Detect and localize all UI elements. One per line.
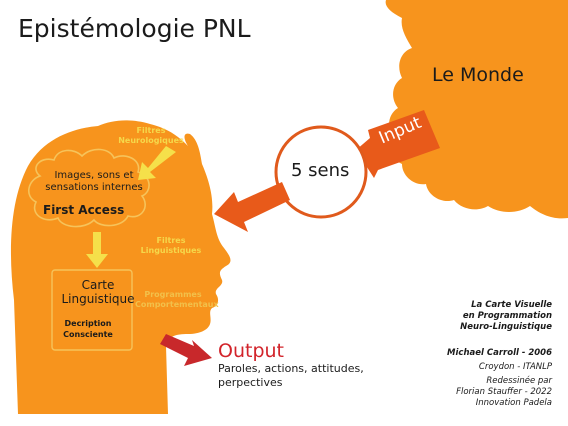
credit-author-name: Michael Carroll - 2006 [447, 348, 552, 358]
credit-line1: La Carte Visuelle [471, 300, 552, 310]
credit-title: La Carte Visuelle en Programmation Neuro… [460, 300, 552, 333]
filtres-ling-arrow [86, 232, 108, 268]
carte-box [51, 269, 133, 351]
first-access-label: First Access [43, 203, 125, 217]
output-items: Paroles, actions, attitudes, perpectives [218, 362, 364, 389]
senses-label: 5 sens [291, 160, 350, 181]
world-cloud [385, 0, 568, 219]
carte-label: Carte Linguistique [61, 278, 135, 306]
credit-org: Croydon - ITANLP [478, 362, 552, 372]
filtres-neuro-label: Filtres Neurologiques [118, 126, 184, 145]
credit-line2: en Programmation [462, 311, 552, 321]
input-arrow [356, 110, 440, 178]
credit-redraw3: Innovation Padela [475, 398, 552, 408]
description-label: Decription Consciente [63, 319, 113, 339]
credit-redraw2: Florian Stauffer - 2022 [456, 387, 552, 397]
filtres-neuro-arrow [138, 146, 176, 180]
output-label: Output [218, 340, 284, 362]
senses-to-head-arrow [214, 182, 290, 232]
world-label: Le Monde [432, 64, 524, 86]
first-access-cloud [28, 148, 150, 228]
credit-redraw1: Redessinée par [486, 376, 552, 386]
senses-circle [274, 125, 368, 219]
page-title: Epistémologie PNL [18, 14, 251, 43]
credit-line3: Neuro-Linguistique [460, 322, 552, 332]
programmes-label: Programmes Comportementaux [135, 290, 219, 309]
credit-author: Michael Carroll - 2006 Croydon - ITANLP [447, 348, 552, 373]
filtres-ling-label: Filtres Linguistiques [140, 236, 202, 255]
credit-redraw: Redessinée par Florian Stauffer - 2022 I… [456, 376, 552, 409]
output-arrow [160, 334, 212, 366]
images-label: Images, sons et sensations internes [45, 170, 143, 193]
